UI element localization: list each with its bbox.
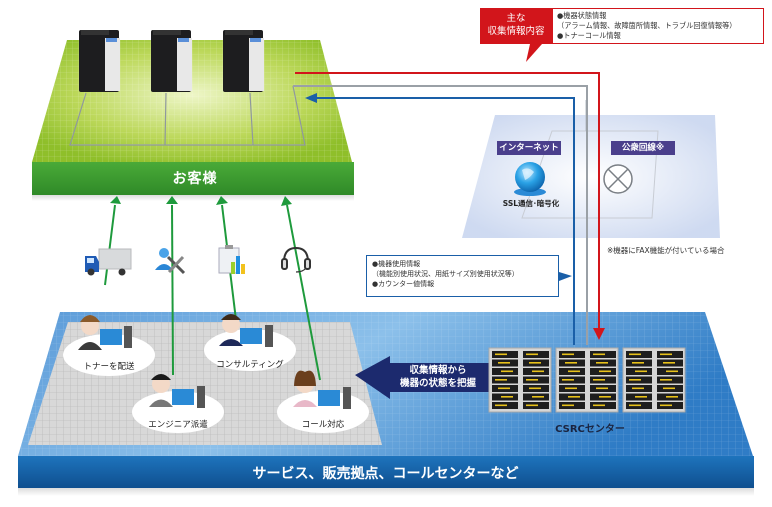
red-arrowhead: [593, 328, 605, 340]
server-led: [498, 362, 510, 364]
callout-title-line2: 収集情報内容: [487, 26, 545, 37]
server-led: [532, 396, 544, 398]
server-led: [526, 404, 538, 407]
mfp-printer: [223, 30, 264, 92]
engineer-tools-icon: [155, 248, 186, 275]
internet-tag: インターネット: [497, 141, 561, 155]
server-led: [632, 387, 644, 390]
server-led: [568, 396, 580, 398]
server-led: [526, 379, 538, 381]
staff-label-consulting: コンサルティング: [216, 360, 284, 370]
server-led: [663, 362, 675, 364]
server-led: [532, 370, 544, 373]
arrow-text-line1: 収集情報から: [409, 365, 467, 376]
fax-note: ※機器にFAX機能が付いている場合: [607, 246, 725, 255]
return-line-blue: [315, 97, 575, 345]
truck-icon: [85, 248, 132, 276]
service-base-label: サービス、販売拠点、コールセンターなど: [252, 466, 519, 482]
arrow-text-line2: 機器の状態を把握: [399, 378, 476, 389]
server-led: [562, 353, 574, 356]
server-led: [629, 379, 641, 381]
mfp-printer: [151, 30, 192, 92]
staff-call-handling: [277, 370, 369, 433]
staff-toner-delivery: [63, 315, 155, 376]
callout-item: （アラーム情報、故障箇所情報、トラブル回復情報等）: [557, 21, 737, 30]
server-led: [599, 396, 611, 398]
ssl-label: SSL通信･暗号化: [502, 199, 560, 208]
csrc-center-label: CSRCセンター: [555, 424, 625, 435]
server-led: [593, 404, 605, 407]
server-led: [529, 387, 541, 390]
server-led: [568, 370, 580, 373]
server-led: [635, 396, 647, 398]
server-led: [666, 396, 678, 398]
server-led: [593, 353, 605, 356]
server-led: [593, 379, 605, 381]
service-arrows: [104, 196, 321, 381]
staff-label-engineer: エンジニア派遣: [148, 420, 208, 430]
connection-lines: [293, 44, 605, 345]
network-area: [462, 100, 720, 238]
server-led: [660, 353, 672, 356]
server-led: [596, 387, 608, 390]
server-led: [596, 362, 608, 364]
server-led: [629, 404, 641, 407]
status-arrow-text: 収集情報から 機器の状態を把握: [388, 364, 488, 390]
callout-item: ●機器状態情報: [557, 11, 607, 20]
server-led: [495, 379, 507, 381]
headset-icon: [281, 246, 311, 273]
server-led: [635, 370, 647, 373]
collected-info-callout-list: ●機器状態情報 （アラーム情報、故障箇所情報、トラブル回復情報等） ●トナーコー…: [552, 8, 764, 44]
server-led: [562, 379, 574, 381]
circuit-cross-icon: [603, 164, 633, 194]
customer-label: お客様: [172, 171, 218, 187]
usage-info-item: ●カウンター値情報: [372, 280, 435, 288]
csrc-server-racks: [488, 347, 686, 413]
globe-icon: [514, 162, 546, 196]
collected-info-callout-title: 主な 収集情報内容: [480, 8, 552, 44]
staff-consulting: [204, 314, 296, 371]
callout-title-line1: 主な: [506, 13, 526, 24]
server-led: [501, 396, 513, 398]
server-led: [599, 370, 611, 373]
staff-label-call: コール対応: [301, 420, 345, 430]
server-led: [495, 353, 507, 356]
report-chart-icon: [218, 245, 245, 274]
server-led: [565, 387, 577, 390]
public-line-tag: 公衆回線※: [611, 141, 675, 155]
server-led: [501, 370, 513, 373]
staff-label-toner: トナーを配送: [83, 362, 135, 372]
server-led: [529, 362, 541, 364]
server-led: [498, 387, 510, 390]
info-box-pointer: [559, 272, 572, 281]
server-led: [562, 404, 574, 407]
usage-info-item: ●機器使用情報: [372, 260, 421, 268]
blue-arrowhead: [305, 93, 317, 103]
server-led: [663, 387, 675, 390]
server-led: [629, 353, 641, 356]
fax-line-red: [295, 72, 600, 330]
usage-info-box: ●機器使用情報 （機能別使用状況、用紙サイズ別使用状況等） ●カウンター値情報: [366, 255, 559, 297]
server-led: [660, 379, 672, 381]
server-led: [666, 370, 678, 373]
usage-info-item: （機能別使用状況、用紙サイズ別使用状況等）: [372, 270, 519, 278]
server-led: [632, 362, 644, 364]
mfp-printer: [79, 30, 120, 92]
server-led: [660, 404, 672, 407]
lan-line-grey: [293, 85, 588, 345]
server-led: [565, 362, 577, 364]
status-arrow: [355, 356, 495, 399]
server-led: [526, 353, 538, 356]
staff-engineer-dispatch: [132, 374, 224, 433]
callout-item: ●トナーコール情報: [557, 31, 621, 40]
server-led: [495, 404, 507, 407]
